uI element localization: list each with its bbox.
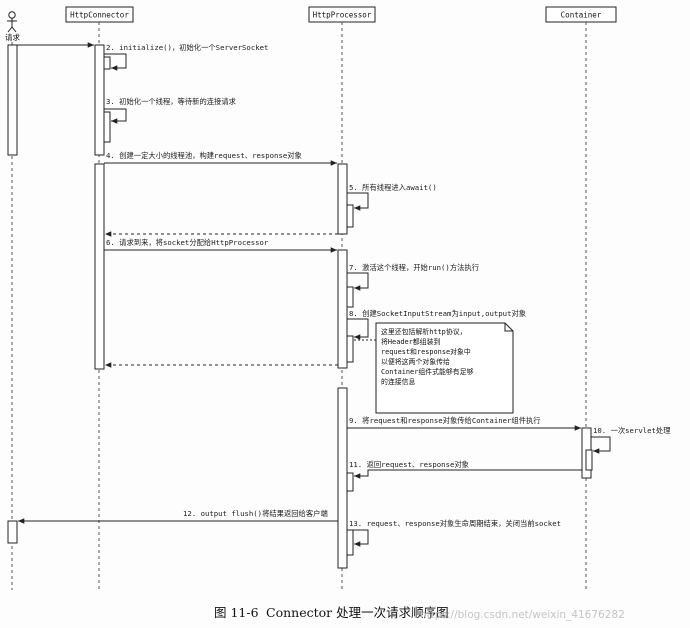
activation-processor-stream xyxy=(346,335,354,363)
msg-2-label: 2. initialize()，初始化一个ServerSocket xyxy=(106,43,268,52)
msg-13-arrow xyxy=(347,529,369,547)
msg-5-label: 5. 所有线程进入await() xyxy=(349,183,437,192)
client-actor-label: 请求 xyxy=(5,32,20,42)
activation-processor-await xyxy=(346,204,354,228)
msg-11-arrow xyxy=(354,469,582,479)
activation-connector-2 xyxy=(94,163,105,370)
msg-2-arrow xyxy=(104,53,127,71)
note-line-2: 将Header都组装到 xyxy=(381,337,440,346)
msg-6-label: 6. 请求到来，将socket分配给HttpProcessor xyxy=(106,238,269,247)
note-line-3: request和response对象中 xyxy=(381,347,471,356)
msg-9-label: 9. 将request和response对象传给Container组件执行 xyxy=(349,416,541,425)
note-line-6: 的连接信息 xyxy=(381,377,416,386)
msg-7-arrow xyxy=(347,272,369,291)
activations xyxy=(7,44,593,569)
client-actor: 请求 xyxy=(5,11,20,42)
activation-connector-1 xyxy=(94,44,105,156)
activation-processor-run xyxy=(346,286,354,308)
participant-connector: HttpConnector xyxy=(65,6,134,23)
msg-10-label: 10. 一次servlet处理 xyxy=(593,426,671,435)
activation-processor-close xyxy=(346,529,354,556)
activation-connector-thread xyxy=(103,111,111,143)
msg-7-label: 7. 激活这个线程，开始run()方法执行 xyxy=(349,263,479,272)
participant-container: Container xyxy=(545,6,617,23)
activation-client-2 xyxy=(7,520,18,544)
activation-connector-init xyxy=(103,56,111,70)
activation-container-servlet xyxy=(585,449,593,471)
watermark-text: https://blog.csdn.net/weixin_41676282 xyxy=(420,609,625,621)
note-line-1: 这里还包括解析http协议， xyxy=(381,327,467,336)
participant-processor: HttpProcessor xyxy=(308,6,376,23)
activation-client-1 xyxy=(7,44,18,156)
msg-4-label: 4. 创建一定大小的线程池，构建request、response对象 xyxy=(106,151,302,160)
msg-10-arrow xyxy=(591,436,611,454)
activation-processor-1 xyxy=(337,163,348,235)
message-arrows xyxy=(17,42,611,547)
msg-12-label: 12. output flush()将结果返回给客户端 xyxy=(183,509,328,518)
msg-8-arrow xyxy=(347,318,369,340)
msg-13-label: 13. request、response对象生命周期结束，关闭当前socket xyxy=(349,519,561,528)
note-box: 这里还包括解析http协议， 将Header都组装到 request和respo… xyxy=(353,322,514,414)
msg-5-arrow xyxy=(347,192,369,211)
participant-connector-label: HttpConnector xyxy=(70,11,129,20)
activation-processor-3 xyxy=(337,387,348,569)
msg-3-arrow xyxy=(104,108,127,124)
participant-container-label: Container xyxy=(561,11,602,20)
activation-processor-2 xyxy=(337,249,348,369)
msg-8-label: 8. 创建SocketInputStream为input,output对象 xyxy=(349,309,526,318)
activation-processor-return xyxy=(346,472,354,492)
participant-processor-label: HttpProcessor xyxy=(313,11,372,20)
note-line-4: 以便将这两个对象传给 xyxy=(381,357,450,366)
caption-text: Connector 处理一次请求顺序图 xyxy=(266,605,449,620)
msg-3-label: 3. 初始化一个线程，等待新的连接请求 xyxy=(106,97,237,106)
note-line-5: Container组件式能够有足够 xyxy=(381,367,474,376)
msg-11-label: 11. 返回request、response对象 xyxy=(349,460,469,469)
caption-label: 图 11-6 xyxy=(214,605,259,620)
